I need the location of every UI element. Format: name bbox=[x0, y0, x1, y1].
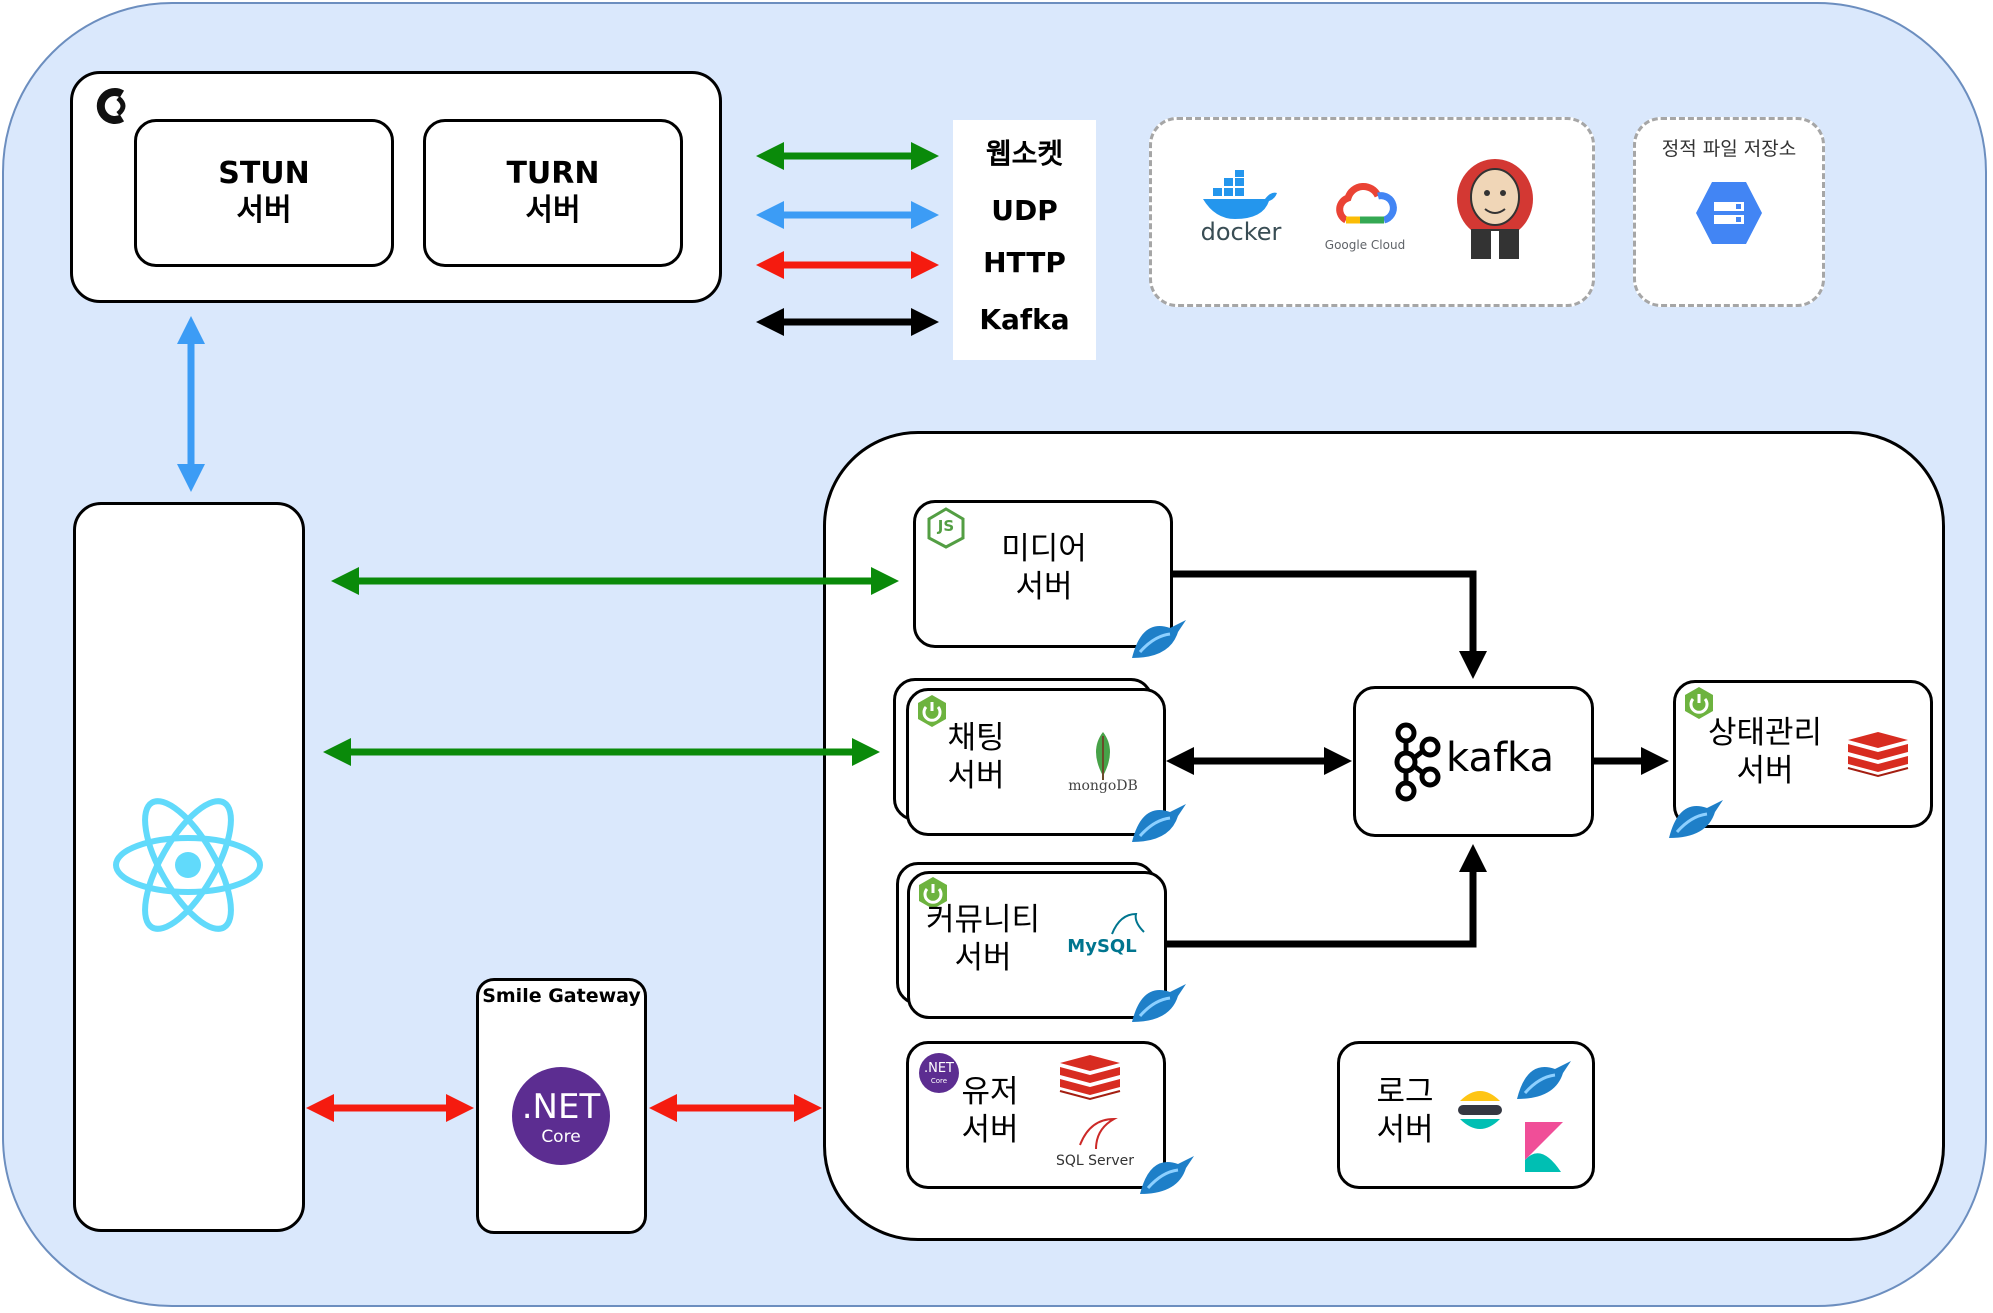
legend-label-websocket: 웹소켓 bbox=[985, 137, 1064, 170]
spring-boot-icon-state bbox=[1682, 686, 1716, 720]
turn-server-label: TURN 서버 bbox=[506, 156, 600, 228]
sqlserver-logo-icon: SQL Server bbox=[1050, 1115, 1140, 1171]
react-logo-icon bbox=[110, 795, 266, 935]
stun-server-label: STUN 서버 bbox=[218, 156, 310, 228]
mongodb-logo-icon: mongoDB bbox=[1058, 730, 1148, 802]
mongodb-label: mongoDB bbox=[1068, 778, 1138, 794]
user-server-label: 유저 서버 bbox=[961, 1074, 1019, 1148]
legend-label-kafka: Kafka bbox=[979, 303, 1070, 336]
log-server-label: 로그 서버 bbox=[1376, 1074, 1434, 1148]
community-server-label: 커뮤니티 서버 bbox=[925, 902, 1041, 976]
user-net-sub: Core bbox=[930, 1077, 948, 1085]
turn-server: TURN 서버 bbox=[423, 119, 683, 267]
media-server-label: 미디어 서버 bbox=[1001, 531, 1087, 605]
mysql-logo-icon: MySQL bbox=[1057, 908, 1147, 966]
spring-boot-icon-community bbox=[916, 876, 950, 910]
docker-label: docker bbox=[1200, 218, 1282, 246]
bird-icon-media bbox=[1130, 612, 1190, 662]
spring-boot-icon bbox=[915, 694, 949, 728]
state-server-label: 상태관리 서버 bbox=[1707, 715, 1823, 789]
legend-panel bbox=[953, 120, 1096, 360]
mysql-label: MySQL bbox=[1067, 936, 1137, 957]
bird-icon-chat bbox=[1130, 796, 1190, 846]
redis-logo-icon-state bbox=[1846, 730, 1910, 780]
redis-logo-icon-user bbox=[1058, 1053, 1122, 1103]
cloud-storage-icon bbox=[1694, 178, 1764, 248]
user-net-label: .NET bbox=[923, 1061, 954, 1076]
js-label: JS bbox=[937, 517, 955, 535]
static-storage-group bbox=[1633, 117, 1825, 307]
google-cloud-label: Google Cloud bbox=[1324, 238, 1406, 252]
sqlserver-label: SQL Server bbox=[1055, 1153, 1135, 1169]
jenkins-logo-icon bbox=[1455, 157, 1535, 262]
dotnet-small-icon: .NET Core bbox=[919, 1053, 959, 1093]
static-storage-title: 정적 파일 저장소 bbox=[1661, 138, 1797, 160]
gateway-net-label: .NET bbox=[521, 1087, 601, 1127]
smile-gateway-title: Smile Gateway bbox=[482, 985, 641, 1007]
media-server bbox=[913, 500, 1173, 648]
bird-icon-log bbox=[1515, 1053, 1575, 1103]
community-server bbox=[907, 871, 1167, 1019]
nodejs-logo-icon: JS bbox=[925, 507, 967, 549]
bird-icon-state bbox=[1667, 792, 1727, 842]
coturn-logo-icon bbox=[94, 86, 134, 126]
elastic-logo-icon bbox=[1454, 1087, 1506, 1143]
bird-icon-user bbox=[1138, 1148, 1198, 1198]
stun-server: STUN 서버 bbox=[134, 119, 394, 267]
legend-label-http: HTTP bbox=[983, 246, 1066, 279]
bird-icon-community bbox=[1130, 976, 1190, 1026]
gateway-net-sub: Core bbox=[541, 1127, 581, 1147]
dotnet-core-logo-icon: .NET Core bbox=[512, 1067, 610, 1165]
legend-label-udp: UDP bbox=[991, 194, 1058, 227]
docker-logo-icon: docker bbox=[1195, 170, 1285, 250]
kafka-logo-icon bbox=[1392, 722, 1442, 802]
kafka-broker bbox=[1353, 686, 1594, 837]
chat-server bbox=[906, 688, 1166, 836]
kibana-logo-icon bbox=[1523, 1122, 1565, 1172]
kafka-label: kafka bbox=[1446, 735, 1555, 781]
chat-server-label: 채팅 서버 bbox=[947, 720, 1005, 794]
google-cloud-logo-icon: Google Cloud bbox=[1320, 180, 1410, 260]
